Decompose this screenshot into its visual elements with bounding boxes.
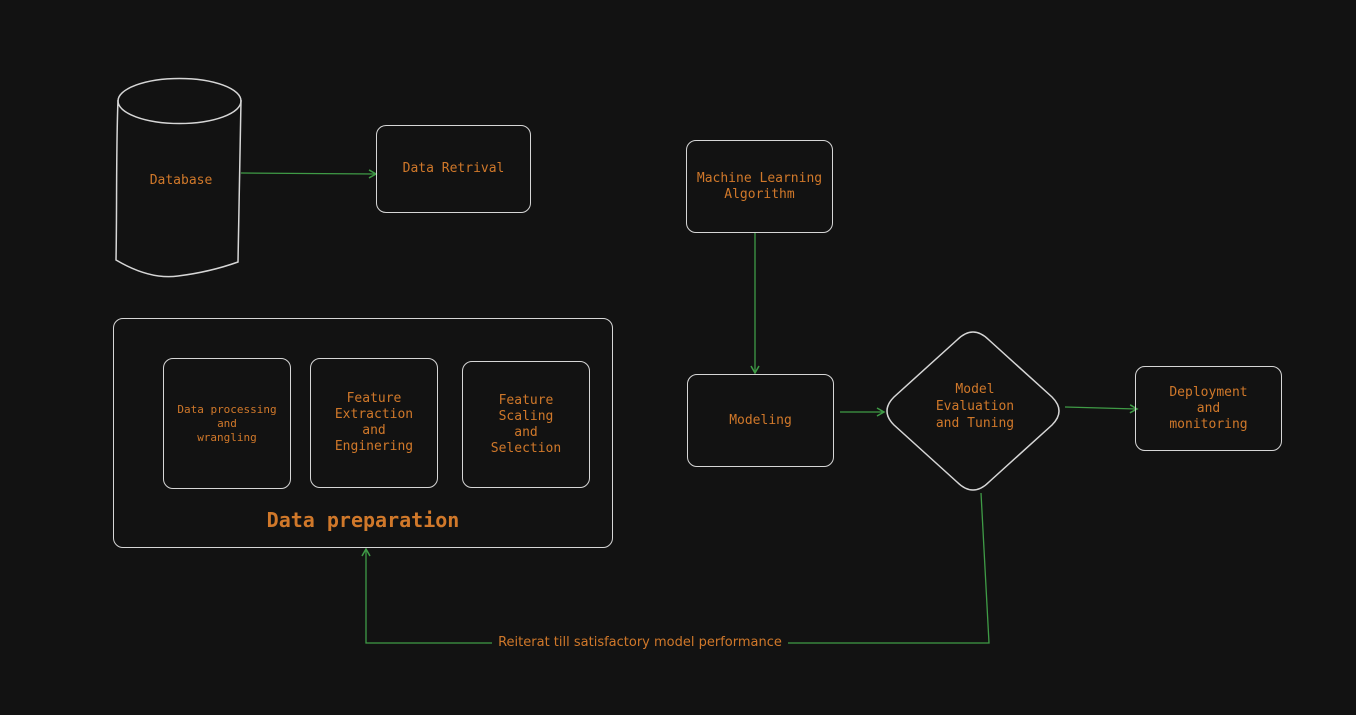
deployment-label: Deployment and monitoring — [1169, 384, 1248, 432]
ml-algorithm-label: Machine Learning Algorithm — [696, 170, 823, 202]
deployment-box: Deployment and monitoring — [1135, 366, 1282, 451]
feature-extraction-label: Feature Extraction and Enginering — [334, 391, 414, 454]
modeling-box: Modeling — [687, 374, 834, 467]
feature-scaling-box: Feature Scaling and Selection — [462, 361, 590, 488]
database-label: Database — [150, 173, 213, 188]
data-processing-label: Data processing and wrangling — [177, 402, 277, 444]
model-evaluation-label: Model Evaluation and Tuning — [935, 382, 1015, 431]
arrow-evaluation-to-deployment — [1064, 404, 1139, 414]
feature-scaling-label: Feature Scaling and Selection — [490, 392, 562, 456]
data-processing-box: Data processing and wrangling — [163, 358, 291, 489]
data-retrieval-label: Data Retrival — [402, 161, 505, 176]
data-preparation-container — [113, 318, 613, 548]
feature-extraction-box: Feature Extraction and Enginering — [310, 358, 438, 488]
database-cylinder: Database — [115, 77, 242, 278]
modeling-label: Modeling — [729, 412, 792, 428]
data-retrieval-box: Data Retrival — [376, 125, 531, 213]
loop-edge-label: Reiterat till satisfactory model perform… — [492, 635, 788, 650]
model-evaluation-diamond — [886, 331, 1060, 491]
arrow-database-to-retrieval — [240, 169, 378, 179]
ml-algorithm-box: Machine Learning Algorithm — [686, 140, 833, 233]
data-preparation-title: Data preparation — [266, 508, 460, 532]
